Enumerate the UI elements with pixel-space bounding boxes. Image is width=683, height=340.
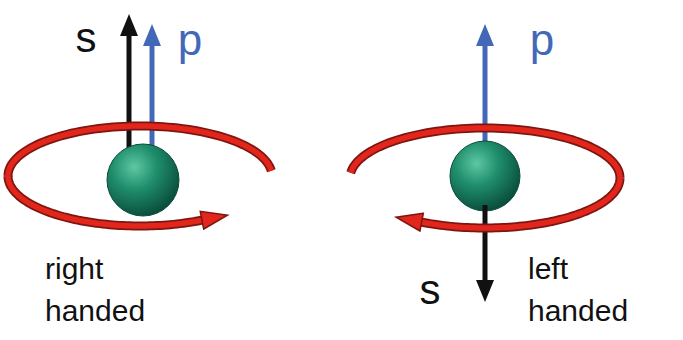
handedness-label: left handed (528, 248, 673, 332)
momentum-arrow (143, 24, 161, 46)
momentum-arrow (483, 44, 488, 150)
momentum-arrow (476, 24, 494, 46)
particle-sphere (450, 141, 520, 211)
particle-sphere (107, 144, 179, 216)
orbit-ring (8, 176, 202, 226)
label-holder: s (76, 17, 97, 59)
left-handed-figure (351, 24, 620, 302)
orbit-ring (422, 178, 620, 228)
spin-arrow (120, 14, 138, 36)
label-holder: s (420, 269, 441, 311)
label-holder: left handed (528, 248, 673, 332)
spin-arrow (476, 280, 494, 302)
momentum-label: p (178, 18, 202, 62)
momentum-arrow (150, 44, 155, 152)
label-holder: p (178, 18, 202, 62)
spin-arrow (483, 205, 488, 282)
spin-arrow (127, 34, 132, 152)
spin-label: s (76, 17, 97, 59)
momentum-label: p (530, 18, 554, 62)
right-handed-figure (8, 14, 271, 229)
orbit-arrowhead (396, 213, 423, 231)
spin-label: s (420, 269, 441, 311)
label-holder: p (530, 18, 554, 62)
orbit-ring (8, 176, 202, 226)
handedness-label: right handed (45, 248, 195, 332)
orbit-ring (422, 178, 620, 228)
orbit-arrowhead (200, 211, 227, 229)
label-holder: right handed (45, 248, 195, 332)
